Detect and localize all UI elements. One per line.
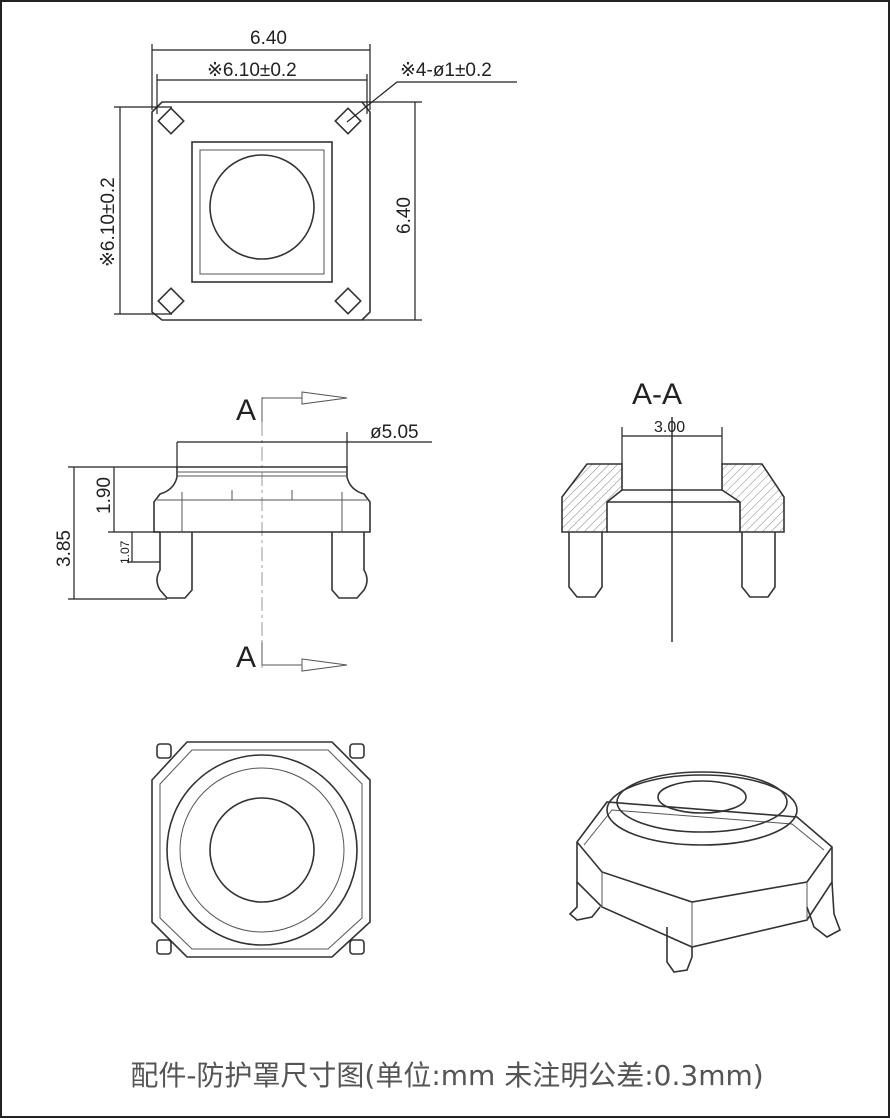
- dim-height-pitch: ※6.10±0.2: [98, 177, 119, 267]
- inner-square: [191, 141, 333, 283]
- bottom-view: [151, 741, 371, 958]
- dim-cap-height: 1.90: [94, 477, 115, 514]
- dim-width-overall: 6.40: [250, 28, 287, 49]
- dim-cap-diameter: ø5.05: [370, 422, 419, 443]
- section-view: A-A 3.00: [561, 378, 785, 642]
- section-arrow-icon: [301, 658, 348, 672]
- top-view: 6.40 ※6.10±0.2 ※4-ø1±0.2 ※6.10±0.2 6.40: [98, 28, 517, 321]
- section-label-top: A: [236, 394, 256, 427]
- dim-leg-step: 1.07: [118, 540, 132, 564]
- dim-height-overall: 6.40: [394, 197, 415, 234]
- section-arrow-icon: [301, 391, 348, 405]
- dim-hole: ※4-ø1±0.2: [400, 60, 492, 81]
- dim-width-pitch: ※6.10±0.2: [207, 60, 297, 81]
- side-view: A A ø5.05 3.85 1.90 1.07: [54, 391, 432, 674]
- section-label-bottom: A: [236, 641, 256, 674]
- drawing-caption: 配件-防护罩尺寸图(单位:mm 未注明公差:0.3mm): [130, 1059, 764, 1092]
- dim-total-height: 3.85: [54, 530, 75, 567]
- button-circle: [209, 154, 315, 260]
- dim-hole-width: 3.00: [654, 419, 685, 436]
- isometric-view: [568, 771, 841, 973]
- corner-hole-icon: [157, 107, 362, 315]
- section-title: A-A: [632, 378, 682, 411]
- body-outline: [151, 101, 371, 321]
